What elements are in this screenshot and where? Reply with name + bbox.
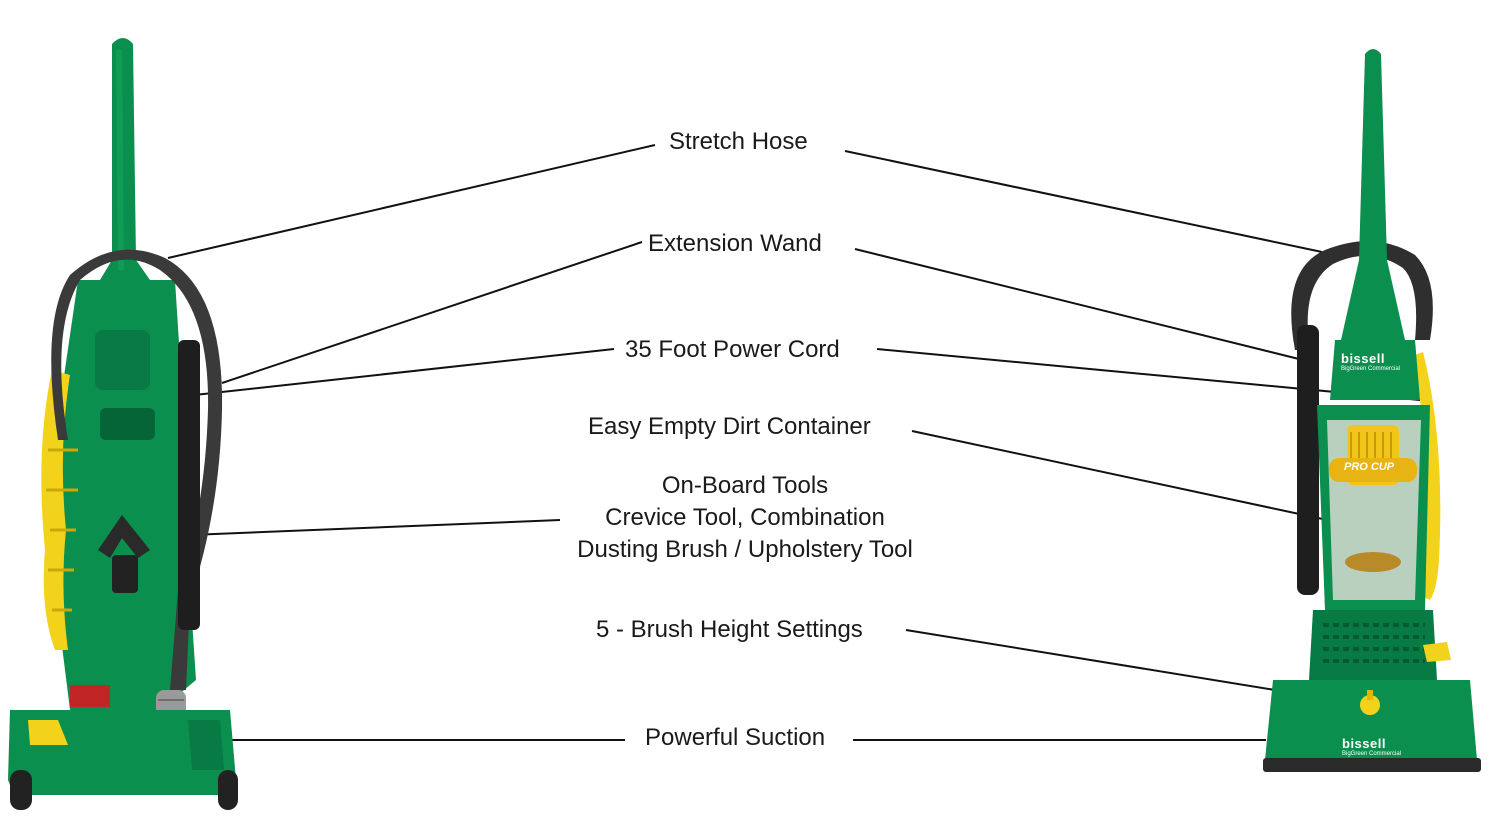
label-onboard-tools-line2: Crevice Tool, Combination: [605, 504, 885, 531]
label-extension-wand: Extension Wand: [648, 230, 822, 257]
brand-sublogo-upper: BigGreen Commercial: [1341, 366, 1401, 372]
leader-power-cord-right: [876, 348, 1421, 401]
label-brush-height: 5 - Brush Height Settings: [596, 616, 863, 643]
vacuum-front-view: [1263, 49, 1481, 772]
leader-onboard-tools-left: [189, 519, 561, 536]
label-suction: Powerful Suction: [645, 724, 826, 751]
leader-dirt-container-right: [911, 430, 1347, 525]
label-dirt-container: Easy Empty Dirt Container: [588, 413, 871, 440]
label-onboard-tools-line1: On-Board Tools: [661, 472, 829, 499]
label-onboard-tools-line3: Dusting Brush / Upholstery Tool: [577, 536, 913, 563]
vacuum-rear-view: [8, 38, 238, 810]
label-onboard-tools: On-Board Tools Crevice Tool, Combination…: [545, 470, 945, 566]
leader-stretch-hose-right: [844, 150, 1323, 253]
brand-sublogo-lower: BigGreen Commercial: [1342, 751, 1402, 757]
label-stretch-hose: Stretch Hose: [669, 128, 808, 155]
leader-extension-wand-right: [854, 248, 1304, 361]
pro-cup-logo: PRO CUP: [1344, 461, 1395, 473]
leader-extension-wand-left: [221, 241, 643, 384]
brand-logo-lower: bissell: [1342, 736, 1386, 751]
brand-logo-upper: bissell: [1341, 351, 1385, 366]
label-power-cord: 35 Foot Power Cord: [625, 336, 840, 363]
leader-stretch-hose-left: [167, 144, 656, 259]
